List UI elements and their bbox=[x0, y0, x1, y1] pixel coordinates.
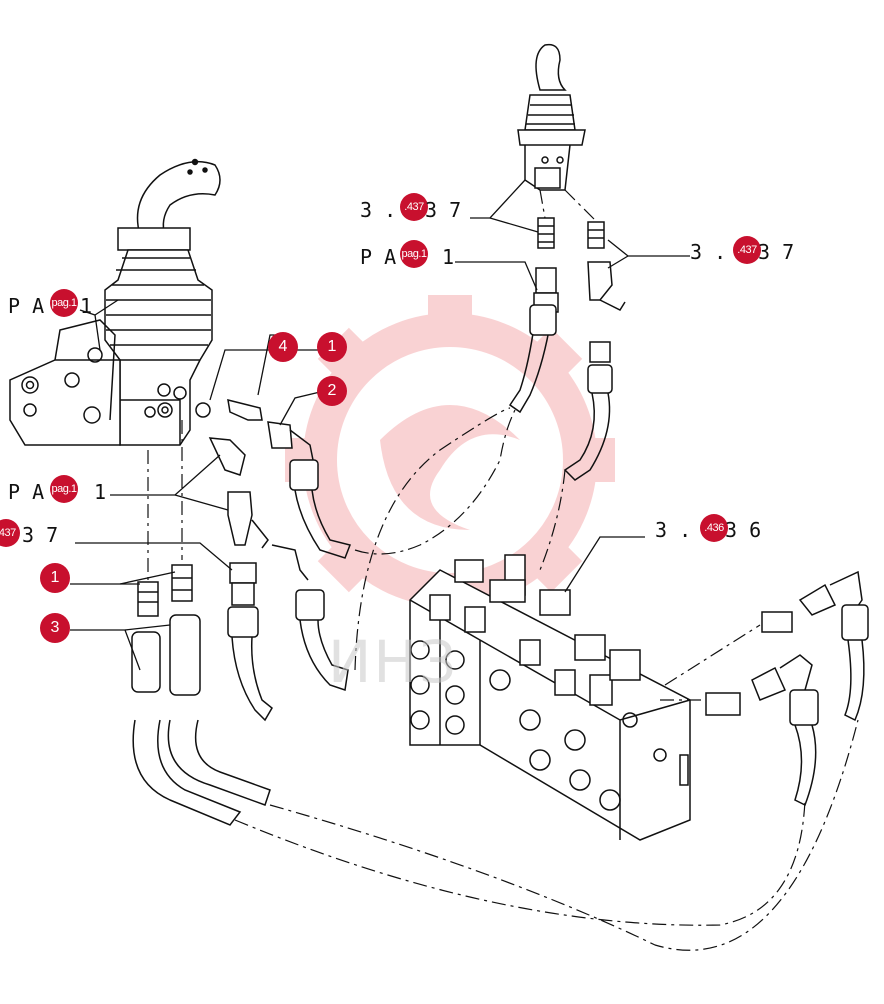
ref-label-top-right-tail: 3 7 bbox=[758, 240, 795, 264]
ref-label-top-left: 3 . bbox=[360, 198, 408, 222]
pa-label-top: P A bbox=[360, 245, 409, 269]
ref-badge-left-mid[interactable]: .437 bbox=[0, 519, 20, 547]
pa-label-left-mid: P A bbox=[8, 480, 57, 504]
right-top-hoses bbox=[508, 261, 626, 481]
ref-label-left-mid-tail: 3 7 bbox=[22, 523, 59, 547]
pa-label-left-mid-tail: 1 bbox=[82, 480, 107, 504]
left-joystick bbox=[9, 158, 221, 446]
pa-label-left-upper: P A bbox=[8, 294, 57, 318]
left-fittings bbox=[195, 398, 352, 722]
pa-badge-left-upper[interactable]: pag.1 bbox=[50, 289, 78, 317]
watermark-text: ИНЗ bbox=[328, 628, 459, 696]
ref-badge-valve[interactable]: .436 bbox=[700, 514, 728, 542]
hose-routing-lines bbox=[147, 189, 859, 951]
pa-label-left-upper-tail: 1 bbox=[80, 294, 93, 318]
ref-badge-top-right[interactable]: .437 bbox=[733, 236, 761, 264]
right-side-hoses bbox=[705, 570, 869, 807]
callout-4[interactable]: 4 bbox=[268, 332, 298, 362]
callout-2[interactable]: 2 bbox=[317, 376, 347, 406]
left-lower-hoses bbox=[131, 564, 271, 826]
ref-label-valve-tail: 3 6 bbox=[725, 518, 762, 542]
leader-lines bbox=[70, 179, 690, 671]
callout-1-bottom[interactable]: 1 bbox=[40, 563, 70, 593]
pa-badge-top[interactable]: pag.1 bbox=[400, 240, 428, 268]
ref-badge-top-left[interactable]: .437 bbox=[400, 193, 428, 221]
ref-label-top-right: 3 . bbox=[690, 240, 739, 264]
control-valve-block bbox=[409, 554, 691, 841]
pa-badge-left-mid[interactable]: pag.1 bbox=[50, 475, 78, 503]
pa-label-top-tail: 1 bbox=[430, 245, 455, 269]
ref-label-valve: 3 . bbox=[655, 518, 704, 542]
ref-label-top-left-tail: 3 7 bbox=[425, 198, 462, 222]
right-joystick bbox=[517, 43, 605, 249]
callout-3[interactable]: 3 bbox=[40, 613, 70, 643]
callout-1-top[interactable]: 1 bbox=[317, 332, 347, 362]
ref-label-top-left-prefix: 3 . bbox=[360, 198, 409, 222]
